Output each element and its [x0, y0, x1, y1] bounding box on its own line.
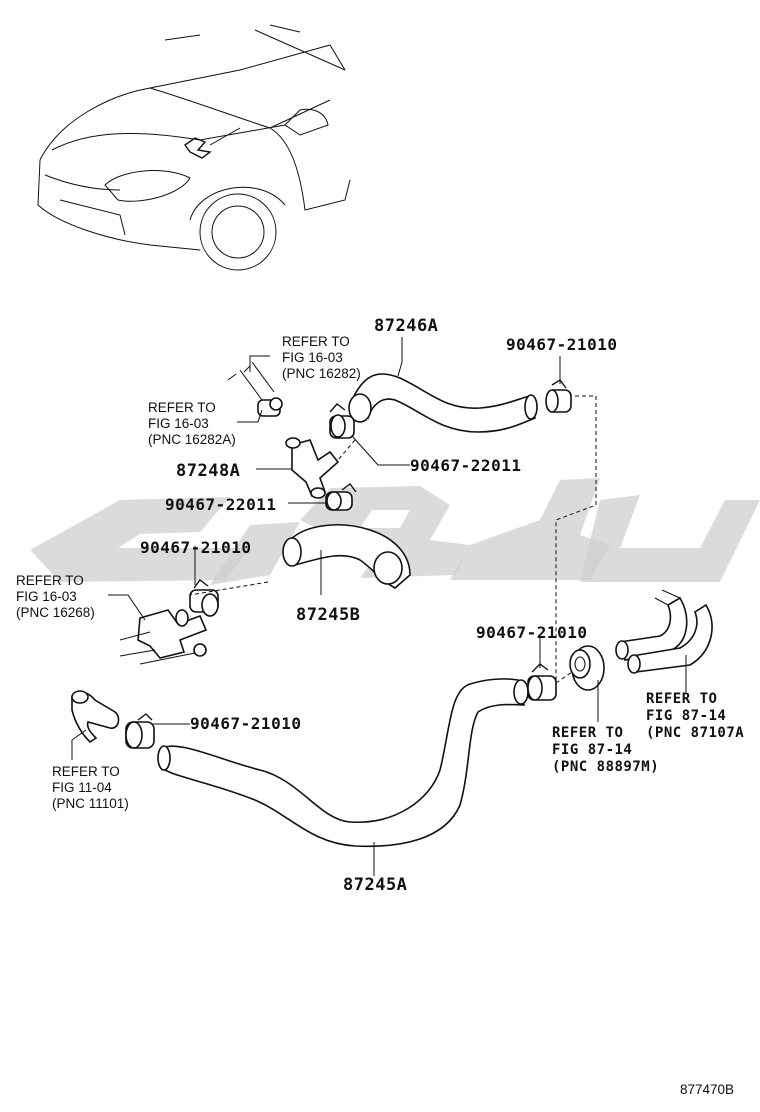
label-clip-mid-left: 90467-22011 — [165, 495, 276, 514]
joint-87248A — [285, 437, 340, 499]
label-clip-lower-left: 90467-21010 — [190, 714, 301, 733]
label-clip-top-right: 90467-21010 — [506, 335, 617, 354]
svg-text:FIG 16-03: FIG 16-03 — [148, 416, 209, 431]
svg-text:REFER TO: REFER TO — [148, 400, 216, 415]
svg-text:REFER TO: REFER TO — [552, 725, 623, 741]
svg-text:REFER TO: REFER TO — [16, 573, 84, 588]
svg-text:(PNC 87107A: (PNC 87107A — [646, 725, 744, 741]
svg-text:(PNC 16268): (PNC 16268) — [16, 605, 95, 620]
label-clip-left: 90467-21010 — [140, 538, 251, 557]
leader-lines — [71, 337, 687, 876]
hose-87245B — [282, 524, 411, 589]
label-87245A: 87245A — [343, 875, 407, 895]
hose-87245A — [157, 678, 529, 848]
label-87248A: 87248A — [176, 461, 240, 481]
clamp-lower-left — [125, 713, 155, 749]
svg-text:FIG 11-04: FIG 11-04 — [52, 780, 112, 795]
svg-text:(PNC 16282A): (PNC 16282A) — [148, 432, 236, 447]
clamp-top-right — [545, 379, 572, 413]
figure-code: 877470B — [680, 1082, 734, 1097]
vehicle-sketch — [37, 24, 351, 271]
ref-note-16268: REFER TO FIG 16-03 (PNC 16268) — [16, 573, 95, 620]
ref-note-11101: REFER TO FIG 11-04 (PNC 11101) — [52, 764, 129, 811]
svg-text:REFER TO: REFER TO — [646, 691, 717, 707]
svg-text:(PNC 11101): (PNC 11101) — [52, 796, 129, 811]
svg-text:FIG 16-03: FIG 16-03 — [16, 589, 77, 604]
svg-text:FIG 87-14: FIG 87-14 — [552, 742, 632, 758]
ref-part-sketches — [71, 361, 713, 744]
svg-text:REFER TO: REFER TO — [282, 334, 350, 349]
svg-text:REFER TO: REFER TO — [52, 764, 120, 779]
svg-text:(PNC 16282): (PNC 16282) — [282, 366, 361, 381]
clamp-upper-mid — [329, 403, 355, 439]
clamp-mid-left — [325, 483, 357, 511]
svg-text:(PNC 88897M): (PNC 88897M) — [552, 759, 659, 775]
clamp-left — [189, 579, 219, 617]
hose-87246A — [348, 373, 538, 433]
label-87246A: 87246A — [374, 316, 438, 336]
label-clip-upper-mid: 90467-22011 — [410, 456, 521, 475]
label-87245B: 87245B — [296, 605, 360, 625]
svg-text:FIG 87-14: FIG 87-14 — [646, 708, 726, 724]
ref-note-16282A: REFER TO FIG 16-03 (PNC 16282A) — [148, 400, 236, 447]
ref-note-87107A: REFER TO FIG 87-14 (PNC 87107A — [646, 691, 744, 741]
clamp-right-mid — [527, 663, 557, 701]
clamps — [125, 379, 572, 749]
svg-text:FIG 16-03: FIG 16-03 — [282, 350, 343, 365]
label-clip-right-mid: 90467-21010 — [476, 623, 587, 642]
ref-note-88897M: REFER TO FIG 87-14 (PNC 88897M) — [552, 725, 659, 775]
ref-note-16282: REFER TO FIG 16-03 (PNC 16282) — [282, 334, 361, 381]
